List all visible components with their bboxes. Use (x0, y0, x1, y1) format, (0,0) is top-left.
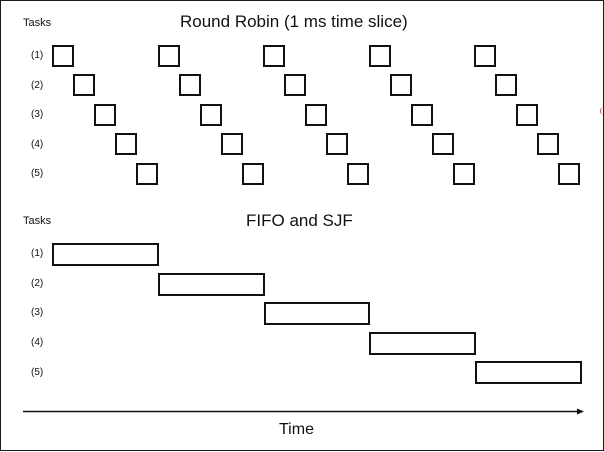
rr-slice-task-3-cycle-4 (410, 103, 433, 126)
fifo-block-task-4 (369, 331, 477, 355)
rr-slice-task-2-cycle-3 (284, 74, 307, 97)
edge-mark (600, 107, 604, 115)
rr-slice-task-3-cycle-2 (199, 103, 222, 126)
fifo-block-task-1 (52, 243, 159, 266)
rr-slice-task-5-cycle-5 (558, 162, 581, 185)
rr-slice-task-3-cycle-5 (516, 103, 539, 126)
rr-slice-task-3-cycle-3 (305, 103, 328, 126)
fifo-sjf-title: FIFO and SJF (246, 211, 353, 230)
rr-slice-task-4-cycle-5 (537, 133, 560, 156)
time-axis-arrowhead (577, 408, 584, 415)
rr-task-label-2: (2) (31, 80, 44, 91)
fifo-task-label-3: (3) (31, 307, 44, 318)
fifo-task-label-4: (4) (31, 337, 44, 348)
rr-task-label-4: (4) (31, 139, 44, 150)
rr-slice-task-5-cycle-1 (136, 162, 159, 185)
rr-slice-task-2-cycle-4 (389, 74, 412, 97)
rr-task-label-3: (3) (31, 109, 44, 120)
rr-slice-task-5-cycle-2 (241, 162, 264, 185)
rr-task-label-1: (1) (31, 50, 44, 61)
fifo-task-label-5: (5) (31, 367, 44, 378)
rr-slice-task-1-cycle-5 (474, 45, 496, 67)
rr-slice-task-2-cycle-1 (73, 74, 96, 97)
rr-slice-task-4-cycle-3 (326, 133, 349, 156)
fifo-task-label-1: (1) (31, 248, 44, 259)
rr-slice-task-3-cycle-1 (94, 103, 117, 126)
rr-slice-task-1-cycle-2 (157, 45, 180, 67)
fifo-task-label-2: (2) (31, 278, 44, 289)
rr-slice-task-1-cycle-3 (263, 45, 285, 67)
rr-slice-task-4-cycle-1 (115, 133, 138, 156)
rr-slice-task-1-cycle-4 (368, 45, 391, 67)
rr-slice-task-4-cycle-2 (220, 133, 243, 156)
rr-slice-task-1-cycle-1 (52, 45, 74, 67)
round-robin-title: Round Robin (1 ms time slice) (180, 12, 408, 31)
time-axis-label: Time (279, 421, 314, 438)
rr-slice-task-4-cycle-4 (431, 133, 454, 156)
rr-slice-task-5-cycle-4 (452, 162, 475, 185)
fifo-block-task-2 (157, 272, 265, 296)
rr-slice-task-2-cycle-2 (178, 74, 201, 97)
fifo-block-task-5 (475, 361, 582, 384)
fifo-block-task-3 (263, 302, 371, 325)
round-robin-tasks-label: Tasks (23, 17, 52, 29)
rr-slice-task-2-cycle-5 (495, 74, 518, 97)
rr-slice-task-5-cycle-3 (347, 162, 370, 185)
fifo-sjf-tasks-label: Tasks (23, 215, 52, 227)
rr-task-label-5: (5) (31, 168, 44, 179)
